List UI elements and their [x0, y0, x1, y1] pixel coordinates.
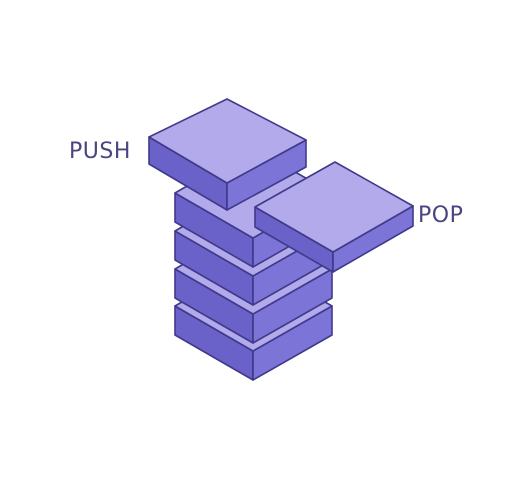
push-label: PUSH [69, 139, 131, 164]
pop-block-top-face [254, 161, 414, 253]
push-block [148, 98, 307, 211]
pop-label: POP [418, 203, 463, 228]
push-block-top-face [148, 98, 307, 184]
pop-block [254, 161, 414, 273]
